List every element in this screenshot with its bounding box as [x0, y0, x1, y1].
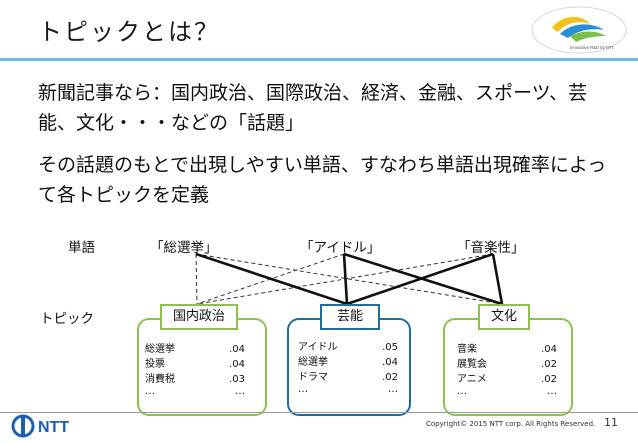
ntt-logo: NTT [10, 413, 92, 439]
topic-row: …… [145, 385, 245, 398]
topic-row: 消費税 .03 [145, 373, 245, 386]
row-prob: .04 [382, 357, 398, 368]
topic-box-culture [443, 318, 573, 416]
topic-box-politics [137, 318, 267, 416]
innovative-rd-logo: Innovative R&D by NTT [530, 4, 628, 56]
row-prob: .04 [541, 344, 557, 355]
topic-row: …… [298, 383, 398, 396]
weak-link-line [195, 253, 503, 305]
title-underline [0, 58, 638, 61]
row-word: … [457, 386, 467, 397]
paragraph-topic-examples: 新聞記事なら：国内政治、国際政治、経済、金融、スポーツ、芸能、文化・・・などの「… [38, 82, 588, 134]
row-word: 投票 [145, 359, 165, 370]
strong-link-line [342, 253, 349, 305]
topic-row: アニメ .02 [457, 373, 557, 386]
row-prob: .04 [229, 344, 245, 355]
row-prob: … [235, 386, 245, 397]
row-prob: .03 [229, 374, 245, 385]
topic-row-label: トピック [40, 311, 94, 327]
strong-link-line [346, 252, 494, 306]
word-label-idol: 「アイドル」 [300, 240, 381, 256]
logo-caption: Innovative R&D by NTT [570, 45, 614, 50]
topic-box-entertainment [287, 318, 411, 416]
page-title: トピックとは？ [38, 18, 220, 46]
row-word: ドラマ [298, 372, 328, 383]
row-prob: .02 [541, 359, 557, 370]
row-word: アニメ [457, 374, 487, 385]
topic-row: 総選挙 .04 [298, 356, 398, 369]
row-word: 消費税 [145, 374, 175, 385]
weak-link-line [195, 253, 198, 305]
row-prob: … [547, 386, 557, 397]
topic-row: ドラマ .02 [298, 371, 398, 384]
topic-tag-culture: 文化 [478, 304, 530, 330]
word-label-ongakusei: 「音楽性」 [457, 240, 525, 256]
row-prob: .04 [229, 359, 245, 370]
row-word: 総選挙 [298, 357, 328, 368]
word-row-label: 単語 [68, 240, 95, 256]
footer-divider [0, 412, 638, 413]
word-label-senkyo: 「総選挙」 [150, 240, 218, 256]
ntt-logo-text: NTT [38, 419, 69, 436]
row-prob: .05 [382, 342, 398, 353]
topic-row: 音楽 .04 [457, 343, 557, 356]
topic-tag-politics: 国内政治 [160, 304, 238, 330]
topic-row: 展覧会 .02 [457, 358, 557, 371]
topic-row: 総選挙 .04 [145, 343, 245, 356]
row-prob: … [388, 384, 398, 395]
paragraph-topic-definition: その話題のもとで出現しやすい単語、すなわち単語出現確率によって各トピックを定義 [38, 154, 607, 206]
topic-row: アイドル .05 [298, 341, 398, 354]
page-number: 11 [604, 416, 618, 429]
topic-row: 投票 .04 [145, 358, 245, 371]
row-word: 展覧会 [457, 359, 487, 370]
topic-row: …… [457, 385, 557, 398]
row-word: 総選挙 [145, 344, 175, 355]
strong-link-line [491, 253, 504, 305]
row-prob: .02 [541, 374, 557, 385]
row-word: … [298, 384, 308, 395]
row-prob: .02 [382, 372, 398, 383]
copyright-notice: Copyright© 2015 NTT corp. All Rights Res… [426, 420, 596, 428]
row-word: … [145, 386, 155, 397]
strong-link-line [195, 252, 348, 306]
row-word: アイドル [298, 342, 338, 353]
row-word: 音楽 [457, 344, 477, 355]
topic-tag-entertainment: 芸能 [320, 304, 380, 330]
